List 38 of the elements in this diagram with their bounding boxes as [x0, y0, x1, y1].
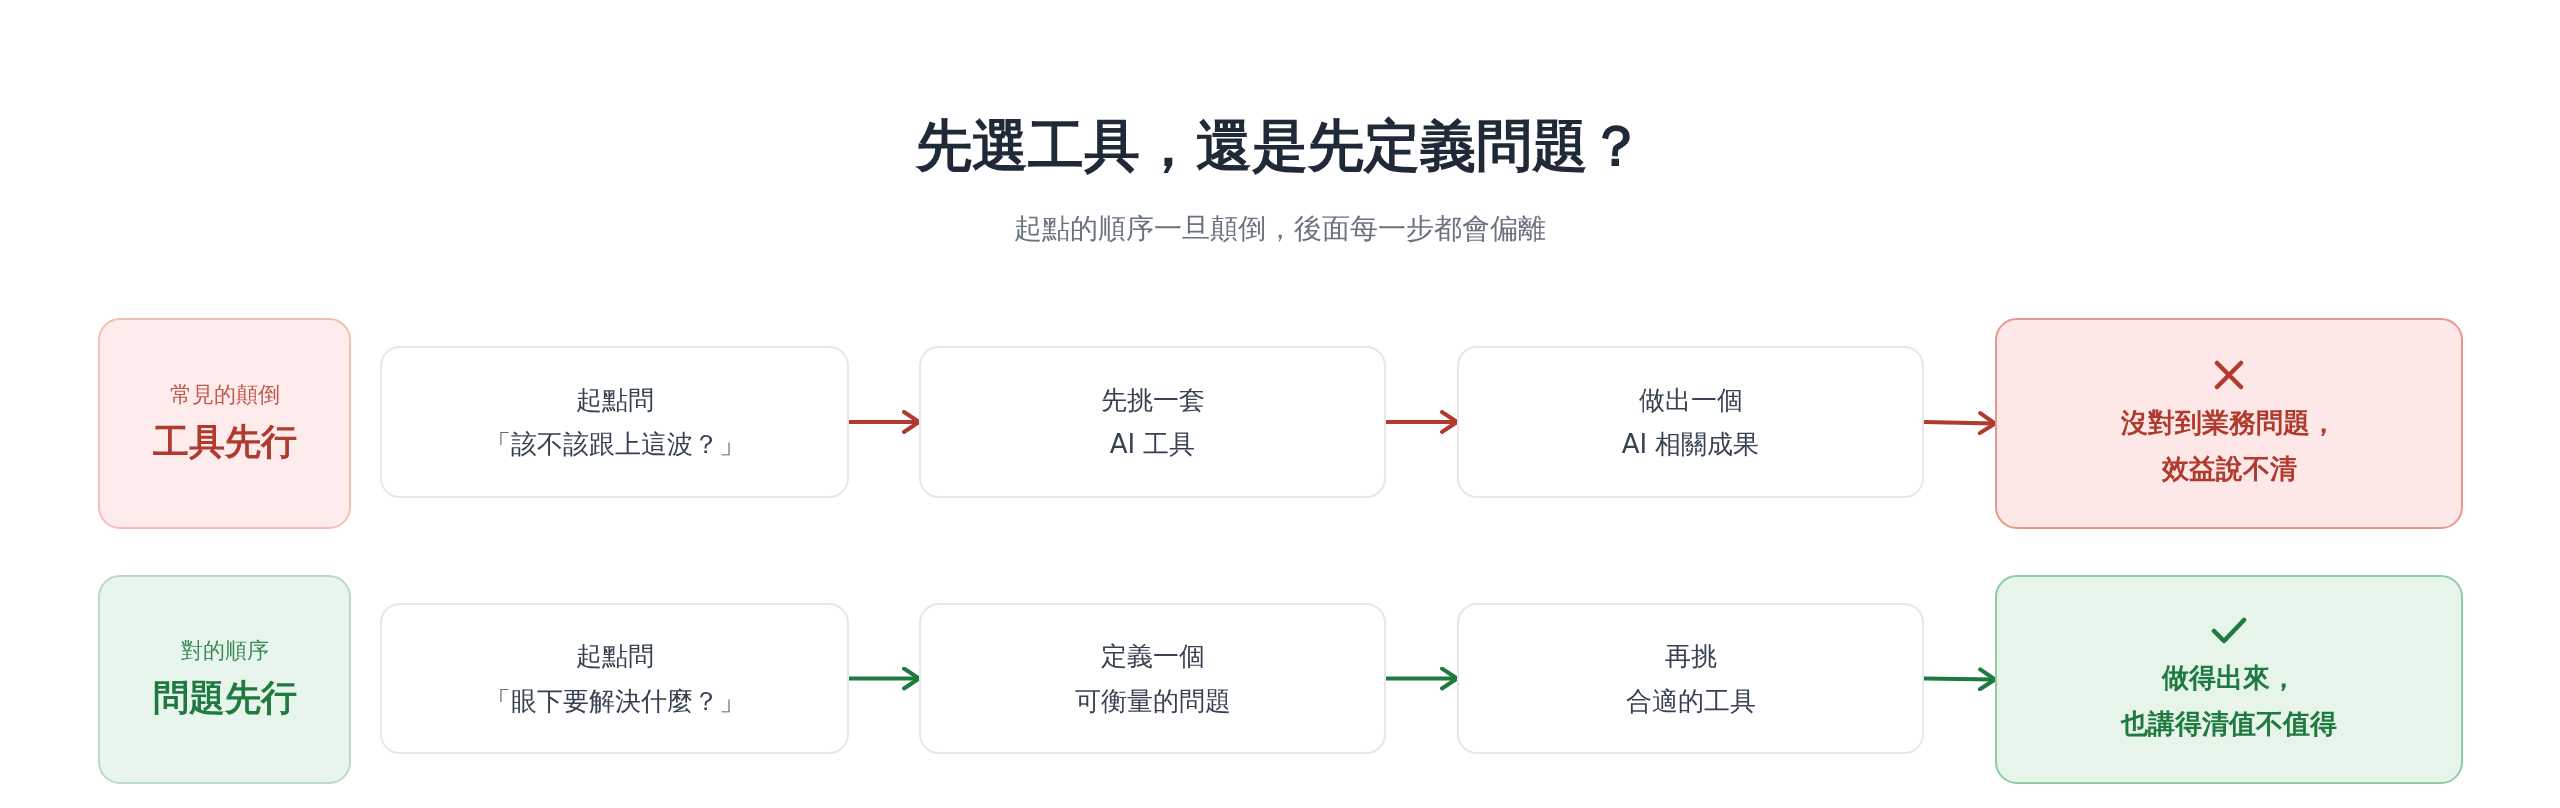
arrow	[1923, 411, 1997, 436]
row-heading: 問題先行	[152, 676, 297, 721]
step-card	[380, 346, 849, 498]
step-text: 定義一個	[1100, 640, 1205, 674]
arrow	[1386, 410, 1459, 434]
step-card	[919, 603, 1386, 754]
outcome-card	[1995, 575, 2463, 784]
arrow	[849, 666, 921, 691]
step-text: 「眼下要解決什麼？」	[484, 684, 745, 718]
step-card	[1457, 346, 1924, 498]
row-caption: 對的順序	[180, 636, 269, 665]
step-text: AI 相關成果	[1621, 428, 1760, 461]
step-text: 可衡量的問題	[1074, 684, 1231, 718]
step-text: AI 工具	[1109, 428, 1196, 461]
subtitle: 起點的順序一旦顛倒，後面每一步都會偏離	[1014, 211, 1546, 247]
outcome-text: 也講得清值不值得	[2121, 706, 2337, 741]
arrow	[1923, 667, 1997, 692]
outcome-text: 效益說不清	[2161, 451, 2297, 486]
step-card	[1457, 603, 1924, 754]
row-caption: 常見的顛倒	[169, 380, 280, 409]
row-heading: 工具先行	[152, 420, 297, 465]
outcome-card	[1995, 318, 2463, 529]
step-text: 起點問	[575, 383, 654, 417]
arrow	[849, 410, 921, 434]
arrow	[1386, 666, 1459, 691]
step-text: 先挑一套	[1100, 383, 1205, 417]
step-card	[380, 603, 849, 754]
step-text: 做出一個	[1638, 383, 1743, 417]
step-text: 再挑	[1664, 640, 1717, 674]
outcome-text: 做得出來，	[2161, 660, 2297, 695]
step-text: 合適的工具	[1625, 684, 1756, 718]
step-text: 起點問	[575, 640, 654, 674]
row-label-card	[98, 575, 351, 784]
step-card	[919, 346, 1386, 498]
step-text: 「該不該跟上這波？」	[484, 428, 745, 461]
outcome-text: 沒對到業務問題，	[2121, 405, 2337, 440]
title: 先選工具，還是先定義問題？	[916, 112, 1644, 180]
row-label-card	[98, 318, 351, 529]
